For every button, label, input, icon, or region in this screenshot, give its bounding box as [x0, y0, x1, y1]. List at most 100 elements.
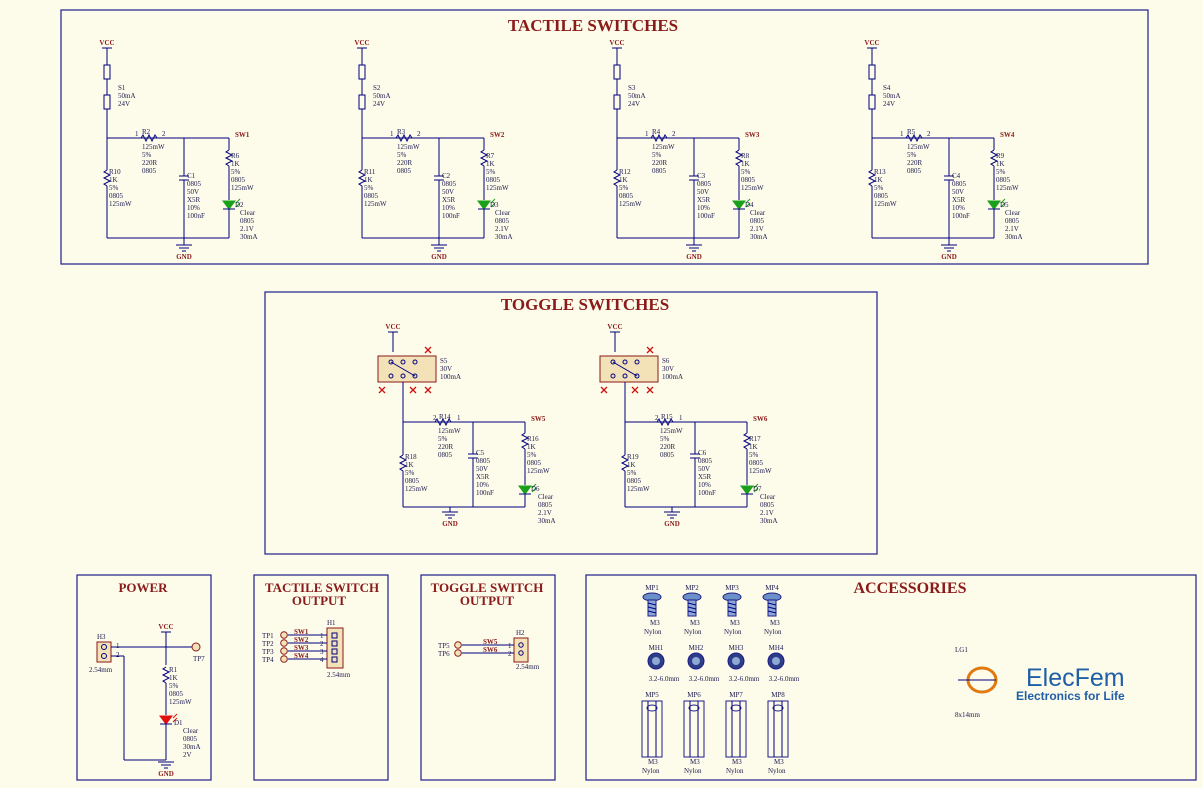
resistor: [650, 133, 668, 143]
screw-thread: [727, 610, 737, 614]
led-ref: D6: [531, 485, 540, 493]
header-pitch: 2.54mm: [89, 666, 113, 674]
switch-ref: S1: [118, 84, 126, 92]
no-connect-mark: [631, 386, 639, 394]
hole-size: 3.2-6.0mm: [689, 675, 720, 683]
led-values: 0805: [1005, 217, 1020, 225]
pin-number: 2: [672, 130, 676, 138]
switch-rating: 100mA: [662, 373, 683, 381]
screw-value: M3: [770, 619, 780, 627]
spacer-icon: [725, 700, 747, 758]
switch-rating: 24V: [628, 100, 640, 108]
screw-ref: MP3: [725, 584, 739, 592]
resistor-ref: R12: [619, 168, 631, 176]
pin-number: 2: [320, 640, 324, 648]
output-header-body: [513, 637, 529, 663]
resistor-ref: R18: [405, 453, 417, 461]
test-point: [454, 641, 462, 649]
capacitor-ref: C4: [952, 172, 961, 180]
header-pin: [101, 644, 107, 650]
resistor-values: 0805: [231, 176, 246, 184]
switch-ref: S3: [628, 84, 636, 92]
resistor-values: 0805: [438, 451, 453, 459]
toggle-contact: [622, 359, 628, 365]
pin-number: 1: [135, 130, 139, 138]
switch-ref: S5: [440, 357, 448, 365]
spacer-ref: MP8: [771, 691, 785, 699]
resistor-values: 5%: [619, 184, 629, 192]
net-label: SW3: [294, 644, 309, 652]
pin-number: 2: [655, 414, 659, 422]
vcc-label: VCC: [607, 323, 622, 331]
capacitor-values: 50V: [476, 465, 488, 473]
resistor-values: 5%: [438, 435, 448, 443]
led-body: [222, 200, 236, 210]
screw-ref: MP4: [765, 584, 779, 592]
resistor-values: 125mW: [741, 184, 764, 192]
pin-number: 2: [417, 130, 421, 138]
pin-number: 1: [116, 642, 120, 650]
led-arrows: [1000, 198, 1006, 208]
resistor-values: 1K: [627, 461, 636, 469]
capacitor-values: 0805: [442, 180, 457, 188]
resistor-values: 0805: [874, 192, 889, 200]
toggle-contact: [634, 373, 640, 379]
resistor-values: 0805: [749, 459, 764, 467]
switch-rating: 24V: [883, 100, 895, 108]
led-values: 30mA: [183, 743, 201, 751]
hole-size: 3.2-6.0mm: [769, 675, 800, 683]
spacer-value: M3: [648, 758, 658, 766]
led-values: Clear: [183, 727, 199, 735]
toggle-output-frame: [420, 574, 556, 781]
resistor: [989, 149, 999, 167]
resistor-values: 220R: [438, 443, 454, 451]
switch-ref: S2: [373, 84, 381, 92]
hole-ref: MH1: [649, 644, 664, 652]
capacitor-values: X5R: [698, 473, 712, 481]
accessories-frame: [585, 574, 1197, 781]
led-ref: D1: [174, 719, 183, 727]
capacitor-ref: C3: [697, 172, 706, 180]
header-pin: [518, 650, 524, 656]
capacitor-values: 50V: [698, 465, 710, 473]
resistor-ref: R10: [109, 168, 121, 176]
toggle-contact: [412, 359, 418, 365]
resistor-values: 0805: [619, 192, 634, 200]
test-point: [280, 647, 288, 655]
output-header-body: [326, 627, 344, 669]
power-header-body: [96, 641, 112, 663]
capacitor-ref: C2: [442, 172, 451, 180]
led-values: 0805: [760, 501, 775, 509]
resistor-ref: R16: [527, 435, 539, 443]
pin-number: 2: [508, 650, 512, 658]
spacer-ref: MP6: [687, 691, 701, 699]
toggle-contact: [610, 359, 616, 365]
vcc-label: VCC: [99, 39, 114, 47]
capacitor-values: 50V: [187, 188, 199, 196]
resistor-values: 5%: [486, 168, 496, 176]
spacer-hole: [646, 704, 658, 712]
pin-number: 1: [390, 130, 394, 138]
logo-size: 8x14mm: [955, 711, 980, 719]
toggle-output-title-1: TOGGLE SWITCH: [431, 580, 544, 595]
toggle-contact: [388, 359, 394, 365]
led-arrows: [745, 198, 751, 208]
resistor-values: 1K: [109, 176, 118, 184]
gnd-label: GND: [431, 253, 447, 261]
net-label: SW4: [294, 652, 309, 660]
tactile-title: TACTILE SWITCHES: [508, 16, 678, 35]
switch-rating: 30V: [662, 365, 674, 373]
test-point-ref: TP2: [262, 640, 274, 648]
resistor-values: 5%: [231, 168, 241, 176]
spacer-hole: [772, 704, 784, 712]
screw-value: Nylon: [684, 628, 702, 636]
resistor-values: 125mW: [486, 184, 509, 192]
test-point: [191, 642, 201, 652]
toggle-contact: [400, 373, 406, 379]
spacer-value: M3: [690, 758, 700, 766]
switch-rating: 100mA: [440, 373, 461, 381]
toggle-lever: [390, 361, 416, 377]
